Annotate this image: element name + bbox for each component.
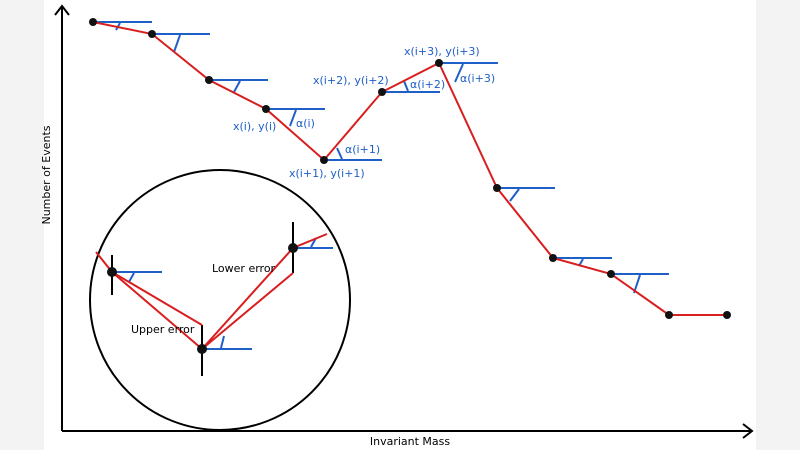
curve-points — [89, 18, 731, 319]
angle-arc-8 — [509, 188, 520, 202]
angle-arc-6 — [403, 80, 409, 92]
point-8 — [493, 184, 501, 192]
label-point-i2: x(i+2), y(i+2) — [313, 74, 389, 87]
x-axis-arrow — [742, 423, 754, 439]
label-alpha-i3: α(i+3) — [460, 72, 495, 85]
inset-angle-arc-2 — [220, 335, 225, 349]
point-10 — [607, 270, 615, 278]
point-12 — [723, 311, 731, 319]
point-i3 — [435, 59, 443, 67]
angle-markers — [93, 21, 669, 294]
angle-arc-7 — [454, 63, 464, 83]
error-inset: Lower error Upper error — [89, 169, 351, 431]
label-point-i3: x(i+3), y(i+3) — [404, 45, 480, 58]
x-axis-label: Invariant Mass — [370, 435, 451, 448]
left-margin — [0, 0, 44, 450]
point-i1 — [320, 156, 328, 164]
lower-error-label: Lower error — [212, 262, 276, 275]
inset-point-2 — [197, 344, 207, 354]
angle-arc-3 — [233, 80, 241, 93]
label-alpha-i1: α(i+1) — [345, 143, 380, 156]
point-2 — [148, 30, 156, 38]
axes — [54, 4, 754, 439]
label-alpha-i2: α(i+2) — [410, 78, 445, 91]
inset-point-3 — [288, 243, 298, 253]
angle-arc-2 — [173, 34, 181, 53]
angle-arc-5 — [336, 147, 343, 160]
y-axis-label: Number of Events — [40, 125, 53, 224]
main-curve — [92, 21, 727, 316]
point-i2 — [378, 88, 386, 96]
point-11 — [665, 311, 673, 319]
y-axis-arrow — [54, 4, 70, 16]
inset-angle-arc-1 — [128, 272, 135, 283]
inset-circle — [89, 169, 351, 431]
upper-error-label: Upper error — [131, 323, 195, 336]
label-point-i1: x(i+1), y(i+1) — [289, 167, 365, 180]
inset-lower-error-line — [201, 272, 294, 350]
label-alpha-i: α(i) — [296, 117, 315, 130]
label-point-i: x(i), y(i) — [233, 120, 276, 133]
point-i — [262, 105, 270, 113]
angle-arc-4 — [289, 109, 297, 127]
point-9 — [549, 254, 557, 262]
point-1 — [89, 18, 97, 26]
inset-upper-error-line — [111, 271, 203, 326]
inset-point-1 — [107, 267, 117, 277]
point-3 — [205, 76, 213, 84]
right-margin — [756, 0, 800, 450]
